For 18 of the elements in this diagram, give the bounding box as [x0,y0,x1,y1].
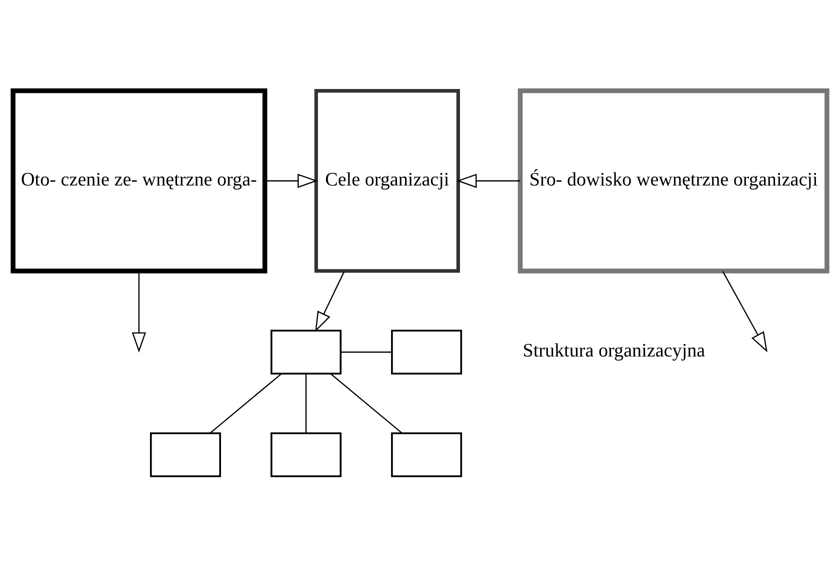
connector [210,373,282,434]
node-box [391,432,462,477]
label: Struktura organizacyjna [522,340,706,362]
node-box: Cele organizacji [314,88,460,272]
node-box: Śro- dowisko wewnętrzne organizacji [518,88,830,273]
node-box [150,432,222,477]
node-box [270,329,342,374]
node-box [391,329,462,374]
arrow [456,173,520,188]
connector [305,374,307,433]
node-box [270,432,342,477]
connector [330,373,402,434]
arrow [722,270,768,352]
node-box: Oto- czenie ze- wnętrzne orga- [10,88,268,273]
connector [340,351,392,352]
arrow [315,270,345,332]
arrow [265,173,318,188]
arrow [132,270,146,352]
